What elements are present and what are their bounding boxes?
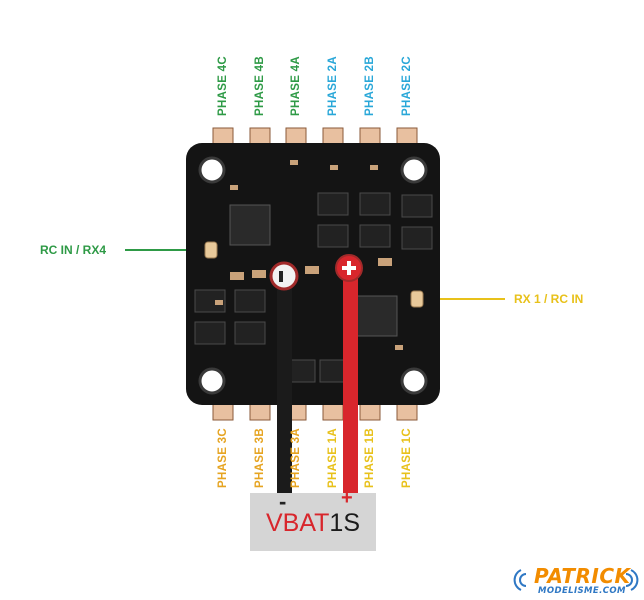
vbat-plus-sign: +: [341, 487, 353, 509]
label-phase-4a: PHASE 4A: [290, 56, 302, 116]
vbat-label: VBAT: [265, 509, 330, 537]
rx1-rc-in-label: RX 1 / RC IN: [514, 292, 584, 306]
label-phase-1c: PHASE 1C: [401, 428, 413, 488]
vbat-label-box: - + VBAT1S: [250, 487, 376, 551]
label-phase-3c: PHASE 3C: [217, 428, 229, 488]
rc-in-rx4-label: RC IN / RX4: [40, 243, 107, 257]
rx1-rc-in-pad: [410, 290, 424, 308]
vbat-text: VBAT1S: [250, 509, 376, 538]
bottom-phase-pads: [212, 401, 418, 421]
label-phase-2b: PHASE 2B: [364, 56, 376, 116]
patrick-modelisme-logo: PATRICK MODELISME.COM: [534, 566, 631, 596]
vbat-cells: 1S: [329, 509, 361, 537]
label-phase-3b: PHASE 3B: [254, 428, 266, 488]
label-phase-4b: PHASE 4B: [254, 56, 266, 116]
mosfet-components: [194, 192, 433, 383]
mounting-hole-bottom-right: [400, 367, 428, 395]
minus-symbol-icon: [279, 271, 283, 282]
label-phase-1b: PHASE 1B: [364, 428, 376, 488]
mounting-hole-top-right: [400, 156, 428, 184]
label-phase-2a: PHASE 2A: [327, 56, 339, 116]
top-phase-pads: [212, 127, 418, 146]
plus-symbol-v-icon: [347, 261, 351, 275]
mounting-hole-bottom-left: [198, 367, 226, 395]
mcu-chip-top: [229, 204, 271, 246]
passive-components: [215, 160, 403, 350]
vbat-minus-sign: -: [279, 489, 287, 514]
red-wire: [343, 278, 358, 498]
mounting-hole-top-left: [198, 156, 226, 184]
signal-waves-icon: [513, 569, 639, 591]
negative-terminal-marker: [269, 261, 299, 291]
label-phase-4c: PHASE 4C: [217, 56, 229, 116]
black-wire: [277, 278, 292, 498]
label-phase-2c: PHASE 2C: [401, 56, 413, 116]
rc-in-rx4-pad: [204, 241, 218, 259]
mcu-chip-bottom: [356, 295, 398, 337]
label-phase-1a: PHASE 1A: [327, 428, 339, 488]
logo-main-text: PATRICK: [534, 564, 631, 588]
logo-sub-text: MODELISME.COM: [538, 586, 626, 596]
label-phase-3a: PHASE 3A: [290, 428, 302, 488]
